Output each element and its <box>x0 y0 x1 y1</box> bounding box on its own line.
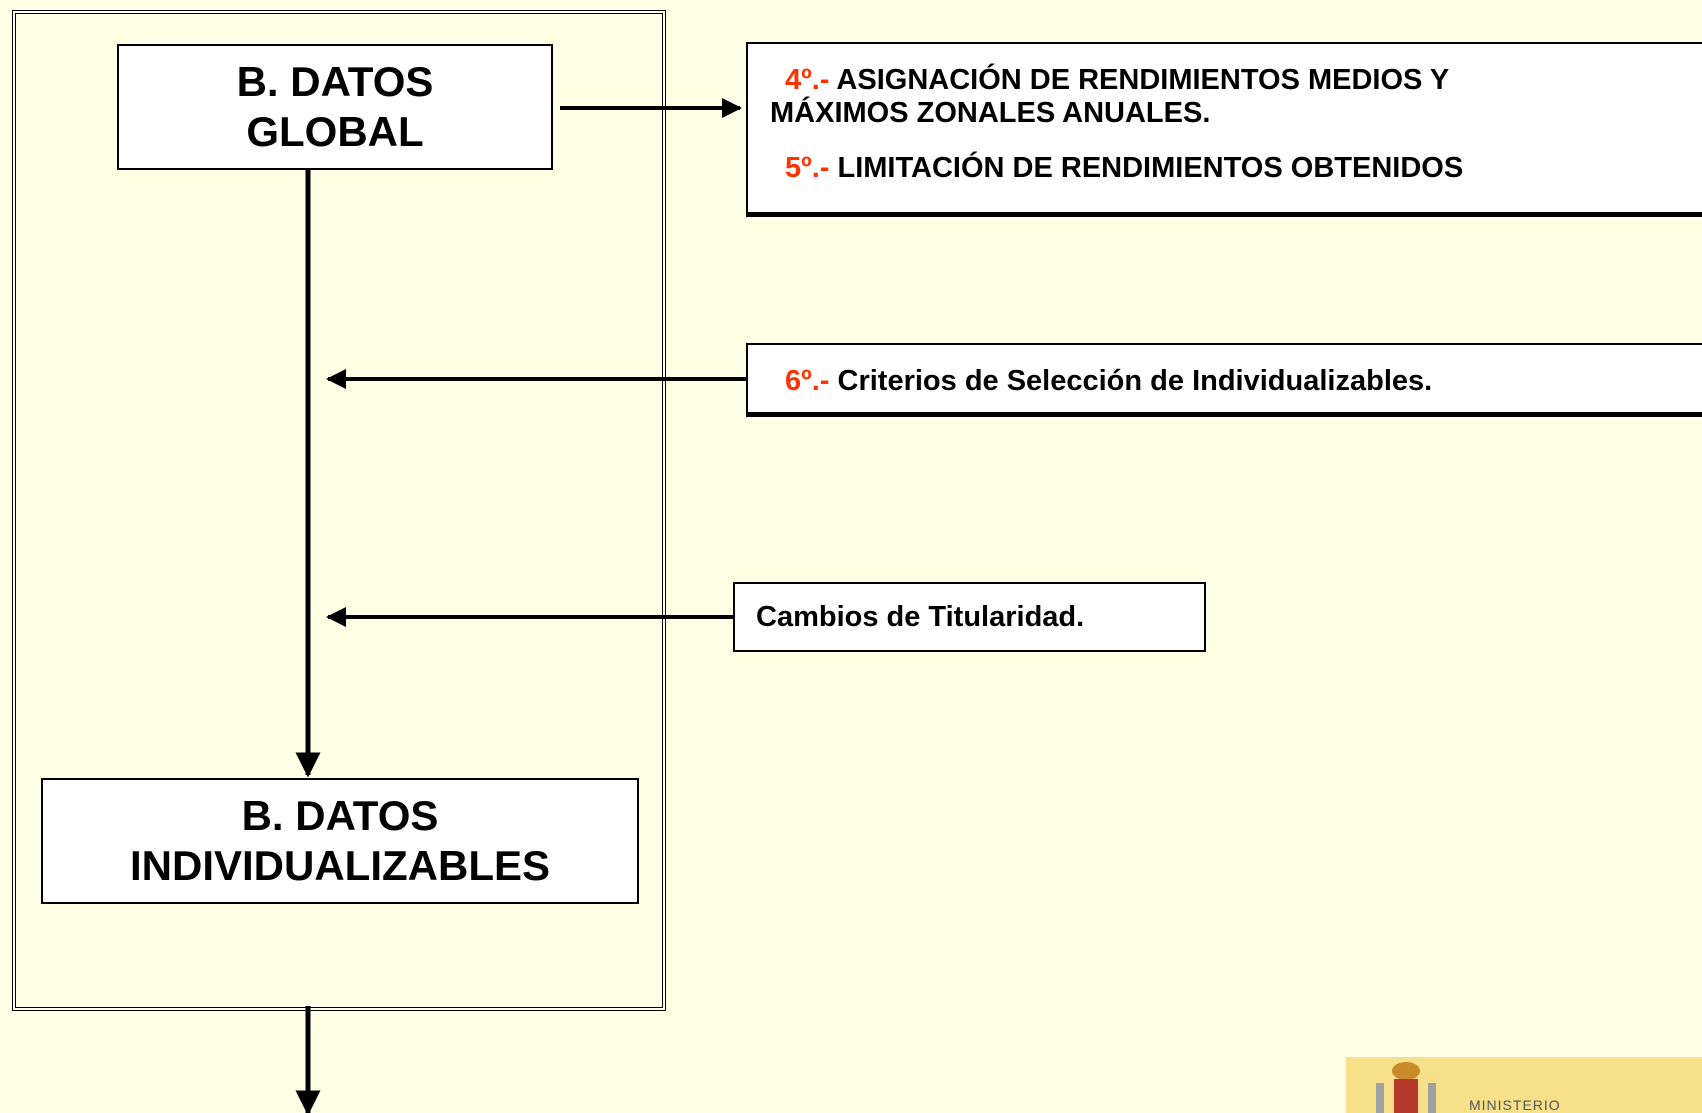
step-6-box: 6º.- Criterios de Selección de Individua… <box>746 343 1702 417</box>
steps-4-5-box: 4º.- ASIGNACIÓN DE RENDIMIENTOS MEDIOS Y… <box>746 42 1702 217</box>
coat-of-arms-icon <box>1376 1062 1436 1113</box>
step-6-number: 6º.- <box>785 365 830 397</box>
step-5-number: 5º.- <box>785 152 830 184</box>
step-6-text: Criterios de Selección de Individualizab… <box>837 365 1433 397</box>
step-4-line1: 4º.- ASIGNACIÓN DE RENDIMIENTOS MEDIOS Y <box>785 64 1702 97</box>
step-4-number: 4º.- <box>785 64 830 96</box>
ministry-logo: MINISTERIO <box>1346 1057 1702 1113</box>
global-data-title-line2: GLOBAL <box>246 108 424 155</box>
titularidad-box: Cambios de Titularidad. <box>733 582 1206 652</box>
individual-data-title-line1: B. DATOS <box>241 792 439 839</box>
global-data-title-line1: B. DATOS <box>236 58 434 105</box>
titularidad-text: Cambios de Titularidad. <box>756 600 1085 633</box>
ministry-logo-text: MINISTERIO <box>1469 1097 1561 1113</box>
step-4-text-line1: ASIGNACIÓN DE RENDIMIENTOS MEDIOS Y <box>836 64 1450 96</box>
global-data-box: B. DATOS GLOBAL <box>117 44 553 170</box>
step-5-text: LIMITACIÓN DE RENDIMIENTOS OBTENIDOS <box>837 152 1464 184</box>
step-4-text-line2: MÁXIMOS ZONALES ANUALES. <box>770 97 1211 129</box>
step-5-line: 5º.- LIMITACIÓN DE RENDIMIENTOS OBTENIDO… <box>785 152 1702 185</box>
process-frame <box>12 10 666 1011</box>
individual-data-title-line2: INDIVIDUALIZABLES <box>130 842 550 889</box>
individual-data-box: B. DATOS INDIVIDUALIZABLES <box>41 778 639 904</box>
